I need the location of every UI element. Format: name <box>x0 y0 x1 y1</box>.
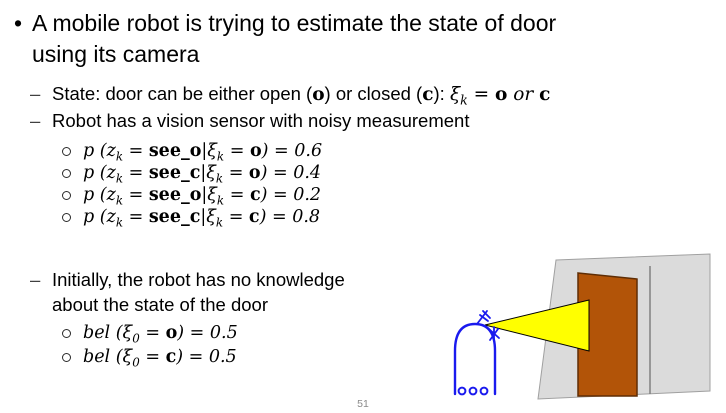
robot-figure <box>453 310 500 396</box>
measurement-item: p (zk = see_o|ξk = c) = 0.2 <box>62 184 321 206</box>
measurement-formula: p (zk = see_o|ξk = o) = 0.6 <box>83 141 323 164</box>
robot-wheel <box>468 386 478 396</box>
measurement-item: p (zk = see_c|ξk = c) = 0.8 <box>62 206 320 228</box>
dash-bullet-icon: – <box>30 83 41 104</box>
dash-bullet-icon: – <box>30 110 41 131</box>
bullet-state: – State: door can be either open (o) or … <box>30 81 550 107</box>
circle-bullet-icon <box>62 146 71 156</box>
initially-line-2: about the state of the door <box>52 294 268 315</box>
measurement-item: p (zk = see_o|ξk = o) = 0.6 <box>62 140 322 162</box>
robot-door-illustration <box>453 253 711 400</box>
robot-antenna <box>476 310 491 325</box>
page-number: 51 <box>357 398 369 410</box>
slide-title: • A mobile robot is trying to estimate t… <box>14 8 556 70</box>
circle-bullet-icon <box>62 352 71 362</box>
door-shape <box>577 272 638 397</box>
belief-formula: bel (ξ0 = c) = 0.5 <box>83 347 237 370</box>
state-text: State: door can be either open (o) or cl… <box>52 83 450 105</box>
robot-body <box>453 322 497 396</box>
state-math: ξk = o or c <box>449 84 551 108</box>
vision-text: Robot has a vision sensor with noisy mea… <box>52 110 470 131</box>
circle-bullet-icon <box>62 190 71 200</box>
belief-item: bel (ξ0 = c) = 0.5 <box>62 346 237 368</box>
measurement-formula: p (zk = see_c|ξk = o) = 0.4 <box>83 163 322 186</box>
initially-text: Initially, the robot has no knowledge ab… <box>52 267 345 317</box>
circle-bullet-icon <box>62 212 71 222</box>
robot-camera-mount <box>488 326 500 342</box>
bullet-initially: – Initially, the robot has no knowledge … <box>30 267 345 317</box>
measurement-formula: p (zk = see_o|ξk = c) = 0.2 <box>83 185 322 208</box>
belief-item: bel (ξ0 = o) = 0.5 <box>62 322 238 344</box>
circle-bullet-icon <box>62 168 71 178</box>
vision-cone <box>484 299 590 352</box>
circle-bullet-icon <box>62 328 71 338</box>
title-line-2: using its camera <box>32 41 200 67</box>
title-text: A mobile robot is trying to estimate the… <box>32 8 556 70</box>
measurement-item: p (zk = see_c|ξk = o) = 0.4 <box>62 162 321 184</box>
belief-formula: bel (ξ0 = o) = 0.5 <box>83 323 238 346</box>
state-line: State: door can be either open (o) or cl… <box>52 81 550 107</box>
robot-wheel <box>479 386 489 396</box>
initially-line-1: Initially, the robot has no knowledge <box>52 269 345 290</box>
bullet-icon: • <box>14 10 23 36</box>
bullet-vision: – Robot has a vision sensor with noisy m… <box>30 108 469 133</box>
robot-wheel <box>457 386 467 396</box>
dash-bullet-icon: – <box>30 269 41 290</box>
title-line-1: A mobile robot is trying to estimate the… <box>32 10 557 36</box>
measurement-formula: p (zk = see_c|ξk = c) = 0.8 <box>83 207 321 230</box>
